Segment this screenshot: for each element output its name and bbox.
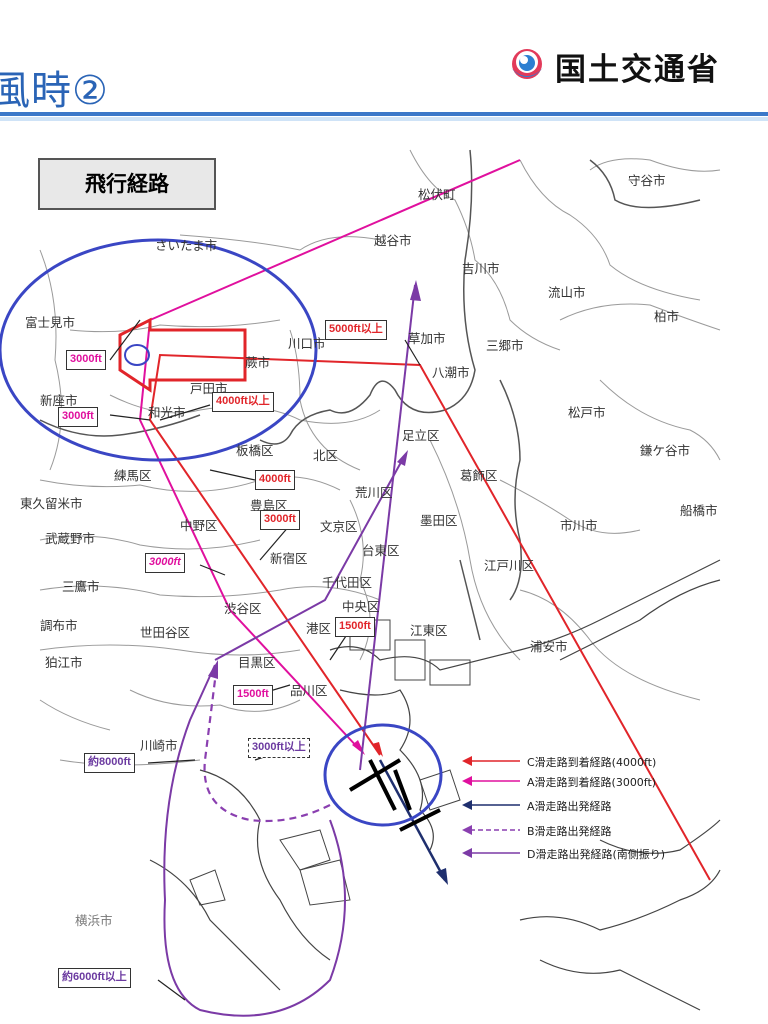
place-label: 川口市 (288, 336, 326, 351)
place-label: 狛江市 (45, 655, 83, 670)
legend-item-a-departure: A滑走路出発経路 (527, 800, 612, 813)
place-label: 新座市 (40, 393, 78, 408)
altitude-callout: 3000ft (260, 510, 300, 530)
place-label: 松戸市 (568, 405, 606, 420)
legend-arrows (462, 756, 520, 858)
header-divider (0, 112, 768, 116)
place-label: 三鷹市 (62, 579, 100, 594)
mlit-emblem-icon (511, 49, 543, 79)
place-label: 柏市 (654, 309, 680, 324)
altitude-callout: 約6000ft以上 (58, 968, 131, 988)
place-label: 北区 (313, 448, 339, 463)
route-d-departure (163, 280, 421, 1017)
route-c-arrival (148, 353, 711, 881)
place-label: 守谷市 (628, 173, 666, 188)
place-label: 越谷市 (374, 233, 412, 248)
altitude-callout: 約8000ft (84, 753, 135, 773)
legend-item-b-departure: B滑走路出発経路 (527, 825, 612, 838)
place-label: さいたま市 (155, 238, 218, 253)
route-b-departure (203, 679, 331, 823)
hollow-arrow-indicator (118, 317, 247, 393)
altitude-callout: 5000ft以上 (325, 320, 387, 340)
agency-name: 国土交通省 (555, 52, 720, 88)
flight-route-map (0, 149, 721, 1017)
altitude-callout: 3000ft (58, 407, 98, 427)
altitude-callout: 4000ft以上 (212, 392, 274, 412)
place-label: 市川市 (560, 518, 598, 533)
place-label: 富士見市 (25, 315, 76, 330)
place-label: 台東区 (362, 543, 400, 558)
place-label: 三郷市 (486, 338, 524, 353)
place-label: 江戸川区 (484, 558, 535, 573)
place-label: 草加市 (408, 331, 446, 346)
harbour-reclamation (189, 619, 471, 906)
highlight-circles (0, 238, 443, 827)
place-label: 船橋市 (680, 503, 718, 518)
altitude-callout: 1500ft (335, 617, 375, 637)
place-label: 渋谷区 (224, 601, 262, 616)
legend-item-a-arrival: A滑走路到着経路(3000ft) (527, 776, 657, 789)
place-label: 浦安市 (530, 639, 568, 654)
place-label: 葛飾区 (460, 468, 498, 483)
place-label: 調布市 (40, 618, 78, 633)
altitude-callout: 4000ft (255, 470, 295, 490)
altitude-callout: 3000ft (66, 350, 106, 370)
route-title: 飛行経路 (38, 158, 216, 210)
page-header: 風時② 国土交通省 (0, 0, 768, 125)
place-label: 港区 (306, 621, 332, 636)
place-label: 吉川市 (462, 261, 500, 276)
place-label: 目黒区 (238, 655, 276, 670)
coastline (149, 559, 721, 1011)
place-label: 千代田区 (322, 575, 373, 590)
mlit-logo: 国土交通省 (507, 42, 767, 90)
place-label: 中野区 (180, 518, 218, 533)
page-title: 風時② (0, 68, 109, 114)
legend-item-d-departure: D滑走路出発経路(南側振り) (527, 848, 666, 861)
altitude-callout: 1500ft (233, 685, 273, 705)
place-label: 豊島区 (250, 498, 288, 513)
place-label: 練馬区 (114, 468, 152, 483)
place-label: 流山市 (548, 285, 586, 300)
place-label: 新宿区 (270, 551, 308, 566)
header-divider-light (0, 117, 768, 121)
place-label: 江東区 (410, 623, 448, 638)
altitude-callout: 3000ft (145, 553, 185, 573)
place-label: 中央区 (342, 599, 380, 614)
place-label: 横浜市 (75, 913, 113, 928)
place-label: 板橋区 (236, 443, 274, 458)
place-label: 東久留米市 (20, 496, 83, 511)
place-label: 墨田区 (420, 513, 458, 528)
rivers (39, 149, 701, 641)
legend-item-c-arrival: C滑走路到着経路(4000ft) (527, 756, 657, 769)
place-label: 足立区 (402, 428, 440, 443)
place-label: 品川区 (290, 683, 328, 698)
place-label: 松伏町 (418, 187, 456, 202)
place-label: 川崎市 (140, 738, 178, 753)
place-label: 八潮市 (432, 365, 470, 380)
haneda-runways (348, 758, 441, 832)
altitude-callout: 3000ft以上 (248, 738, 310, 758)
place-label: 蕨市 (245, 355, 271, 370)
place-label: 文京区 (320, 519, 358, 534)
place-label: 武蔵野市 (45, 531, 96, 546)
place-label: 鎌ケ谷市 (640, 443, 691, 458)
place-label: 和光市 (148, 405, 186, 420)
place-label: 荒川区 (355, 485, 393, 500)
route-a-departure (378, 759, 448, 885)
place-label: 世田谷区 (140, 625, 191, 640)
